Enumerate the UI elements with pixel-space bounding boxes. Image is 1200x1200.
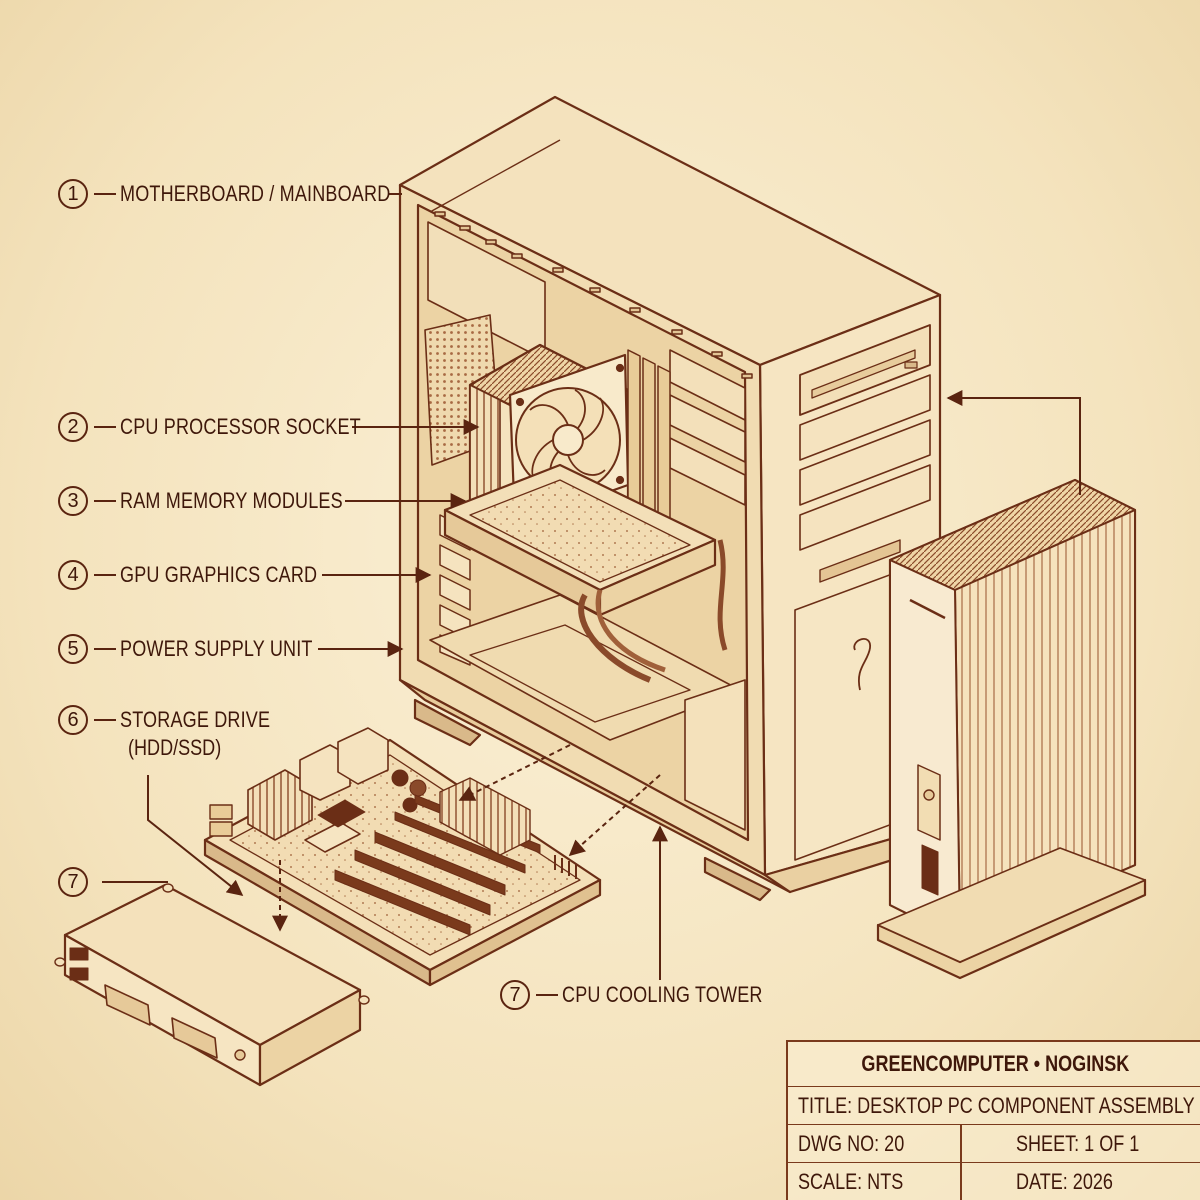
title-block: GREENCOMPUTER • NOGINSK TITLE: DESKTOP P…: [786, 1040, 1200, 1200]
callout-5-dash: [94, 648, 116, 650]
callout-5-label: POWER SUPPLY UNIT: [120, 636, 313, 661]
callout-5-number: 5: [58, 634, 88, 664]
leader-lines: [102, 193, 1081, 980]
callout-4-label: GPU GRAPHICS CARD: [120, 562, 318, 587]
callout-1-number: 1: [58, 179, 88, 209]
callout-2: 2 CPU PROCESSOR SOCKET: [58, 412, 414, 442]
gpu-in-case: [443, 463, 728, 683]
title-block-company-row: GREENCOMPUTER • NOGINSK: [788, 1042, 1200, 1087]
callout-1-label: MOTHERBOARD / MAINBOARD: [120, 181, 391, 206]
storage-drive: [54, 883, 370, 1087]
callout-2-dash: [94, 426, 116, 428]
title-block-sheet: SHEET: 1 OF 1: [1016, 1130, 1140, 1156]
callout-6-label-line2: (HDD/SSD): [128, 735, 222, 760]
callout-4: 4 GPU GRAPHICS CARD: [58, 560, 361, 590]
callout-2-label: CPU PROCESSOR SOCKET: [120, 414, 361, 439]
callout-7-cooling-number: 7: [500, 980, 530, 1010]
callout-6-number: 6: [58, 705, 88, 735]
callout-1: 1 MOTHERBOARD / MAINBOARD: [58, 179, 450, 209]
callout-2-number: 2: [58, 412, 88, 442]
callout-7-storage-number: 7: [58, 867, 88, 897]
title-block-dwg-row: DWG NO: 20 SHEET: 1 OF 1: [788, 1125, 1200, 1163]
pc-tower-case: [398, 95, 942, 902]
callout-4-dash: [94, 574, 116, 576]
callout-7-storage: 7: [58, 867, 88, 897]
callout-3-dash: [94, 500, 116, 502]
callout-7-cooling: 7 CPU COOLING TOWER: [500, 980, 807, 1010]
callout-1-dash: [94, 193, 116, 195]
title-block-date: DATE: 2026: [1016, 1168, 1113, 1194]
callout-3-label: RAM MEMORY MODULES: [120, 488, 343, 513]
callout-6-dash: [94, 719, 116, 721]
callout-7-cooling-dash: [536, 994, 558, 996]
title-block-dwg-no: DWG NO: 20: [798, 1130, 905, 1156]
callout-3: 3 RAM MEMORY MODULES: [58, 486, 392, 516]
callout-6: 6 STORAGE DRIVE: [58, 705, 303, 735]
cpu-cooling-tower-unit: [876, 478, 1147, 980]
title-block-title-row: TITLE: DESKTOP PC COMPONENT ASSEMBLY: [788, 1087, 1200, 1125]
callout-7-cooling-label: CPU COOLING TOWER: [562, 982, 763, 1007]
title-block-company: GREENCOMPUTER • NOGINSK: [861, 1051, 1129, 1076]
loose-motherboard: [203, 727, 602, 987]
callout-4-number: 4: [58, 560, 88, 590]
title-block-title: TITLE: DESKTOP PC COMPONENT ASSEMBLY: [798, 1092, 1195, 1118]
callout-5: 5 POWER SUPPLY UNIT: [58, 634, 355, 664]
title-block-scale-row: SCALE: NTS DATE: 2026: [788, 1163, 1200, 1200]
title-block-scale: SCALE: NTS: [798, 1168, 904, 1194]
callout-6-label-line1: STORAGE DRIVE: [120, 707, 271, 732]
callout-3-number: 3: [58, 486, 88, 516]
